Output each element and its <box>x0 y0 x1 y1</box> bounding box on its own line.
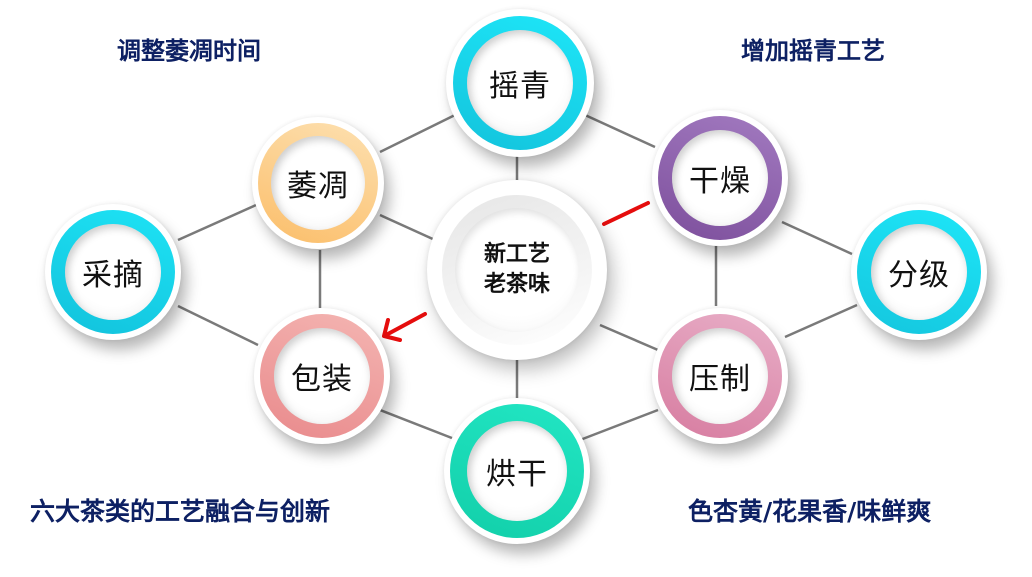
node-drying[interactable]: 干燥 <box>652 110 788 246</box>
node-label: 摇青 <box>489 69 551 104</box>
node-grading[interactable]: 分级 <box>851 204 987 340</box>
node-label: 萎凋 <box>287 169 349 204</box>
connector-picking-packaging <box>177 304 259 347</box>
caption-top-right: 增加摇青工艺 <box>741 37 885 65</box>
caption-bottom-right: 色杏黄/花果香/味鲜爽 <box>688 497 932 526</box>
node-packaging[interactable]: 包装 <box>254 308 390 444</box>
node-picking[interactable]: 采摘 <box>45 204 181 340</box>
highlight-arrow-shaft <box>384 312 427 337</box>
caption-top-left: 调整萎凋时间 <box>117 37 261 65</box>
node-label: 采摘 <box>82 258 144 293</box>
connector-drying-grading <box>781 220 853 256</box>
node-baking[interactable]: 烘干 <box>444 398 590 544</box>
node-label: 烘干 <box>486 457 548 492</box>
center-ring: 新工艺 老茶味 <box>442 195 592 345</box>
connector-packaging-baking <box>379 408 458 442</box>
node-pressing[interactable]: 压制 <box>652 308 788 444</box>
center-line-2: 老茶味 <box>483 272 550 297</box>
node-shaking[interactable]: 摇青 <box>446 9 594 157</box>
highlight-line <box>602 201 650 226</box>
center-line-1: 新工艺 <box>483 242 550 267</box>
connector-center-pressing <box>599 323 659 352</box>
connector-pressing-grading <box>784 303 858 339</box>
center-inner: 新工艺 老茶味 <box>455 208 579 332</box>
node-label: 分级 <box>888 258 950 293</box>
caption-bottom-left: 六大茶类的工艺融合与创新 <box>30 497 331 526</box>
connector-baking-pressing <box>579 408 659 442</box>
node-label: 干燥 <box>689 164 751 199</box>
connector-withering-center <box>379 213 436 242</box>
node-label: 压制 <box>689 362 751 397</box>
arrow-head-icon <box>382 318 402 342</box>
connector-picking-withering <box>177 203 257 242</box>
node-withering[interactable]: 萎凋 <box>252 117 384 249</box>
connector-shaking-drying <box>584 113 656 149</box>
connector-withering-shaking <box>379 113 456 154</box>
center-hub: 新工艺 老茶味 <box>427 180 607 360</box>
node-label: 包装 <box>291 362 353 397</box>
